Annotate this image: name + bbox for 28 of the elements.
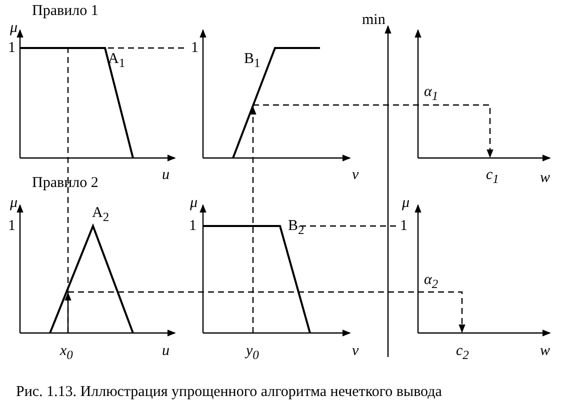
axis-label: v [352, 167, 359, 183]
rule-heading: Правило 1 [32, 3, 98, 19]
cut-level-label: α$_{1}$ [424, 84, 438, 104]
tick-label: 1 [400, 218, 408, 234]
tick-label: 1 [189, 218, 196, 234]
tick-label: 1 [8, 40, 16, 56]
set-label: B$_{1}$ [244, 51, 260, 71]
axis-label: u [162, 343, 170, 359]
value-label: y$_{0}$ [246, 343, 259, 363]
figure-caption: Рис. 1.13. Иллюстрация упрощенного алгоритма нечеткого вывода [16, 384, 442, 400]
axis-label: w [540, 170, 550, 186]
set-label: A$_{1}$ [108, 51, 126, 71]
axis-label: μ [10, 195, 18, 211]
cut-level-label: α$_{2}$ [424, 272, 438, 292]
value-label: x$_{0}$ [60, 343, 73, 363]
axis-label: μ [190, 195, 198, 211]
rule-heading: Правило 2 [32, 175, 98, 191]
tick-label: 1 [8, 218, 16, 234]
value-label: c$_{1}$ [486, 167, 499, 187]
tick-label: 1 [191, 40, 198, 56]
axis-label: v [352, 343, 359, 359]
axis-label: μ [402, 195, 410, 211]
axis-label: w [540, 343, 550, 359]
axis-label: min [362, 12, 386, 28]
set-label: A$_{2}$ [92, 205, 110, 225]
axis-label: u [162, 167, 170, 183]
value-label: c$_{2}$ [456, 343, 469, 363]
axis-label: μ [10, 20, 18, 36]
